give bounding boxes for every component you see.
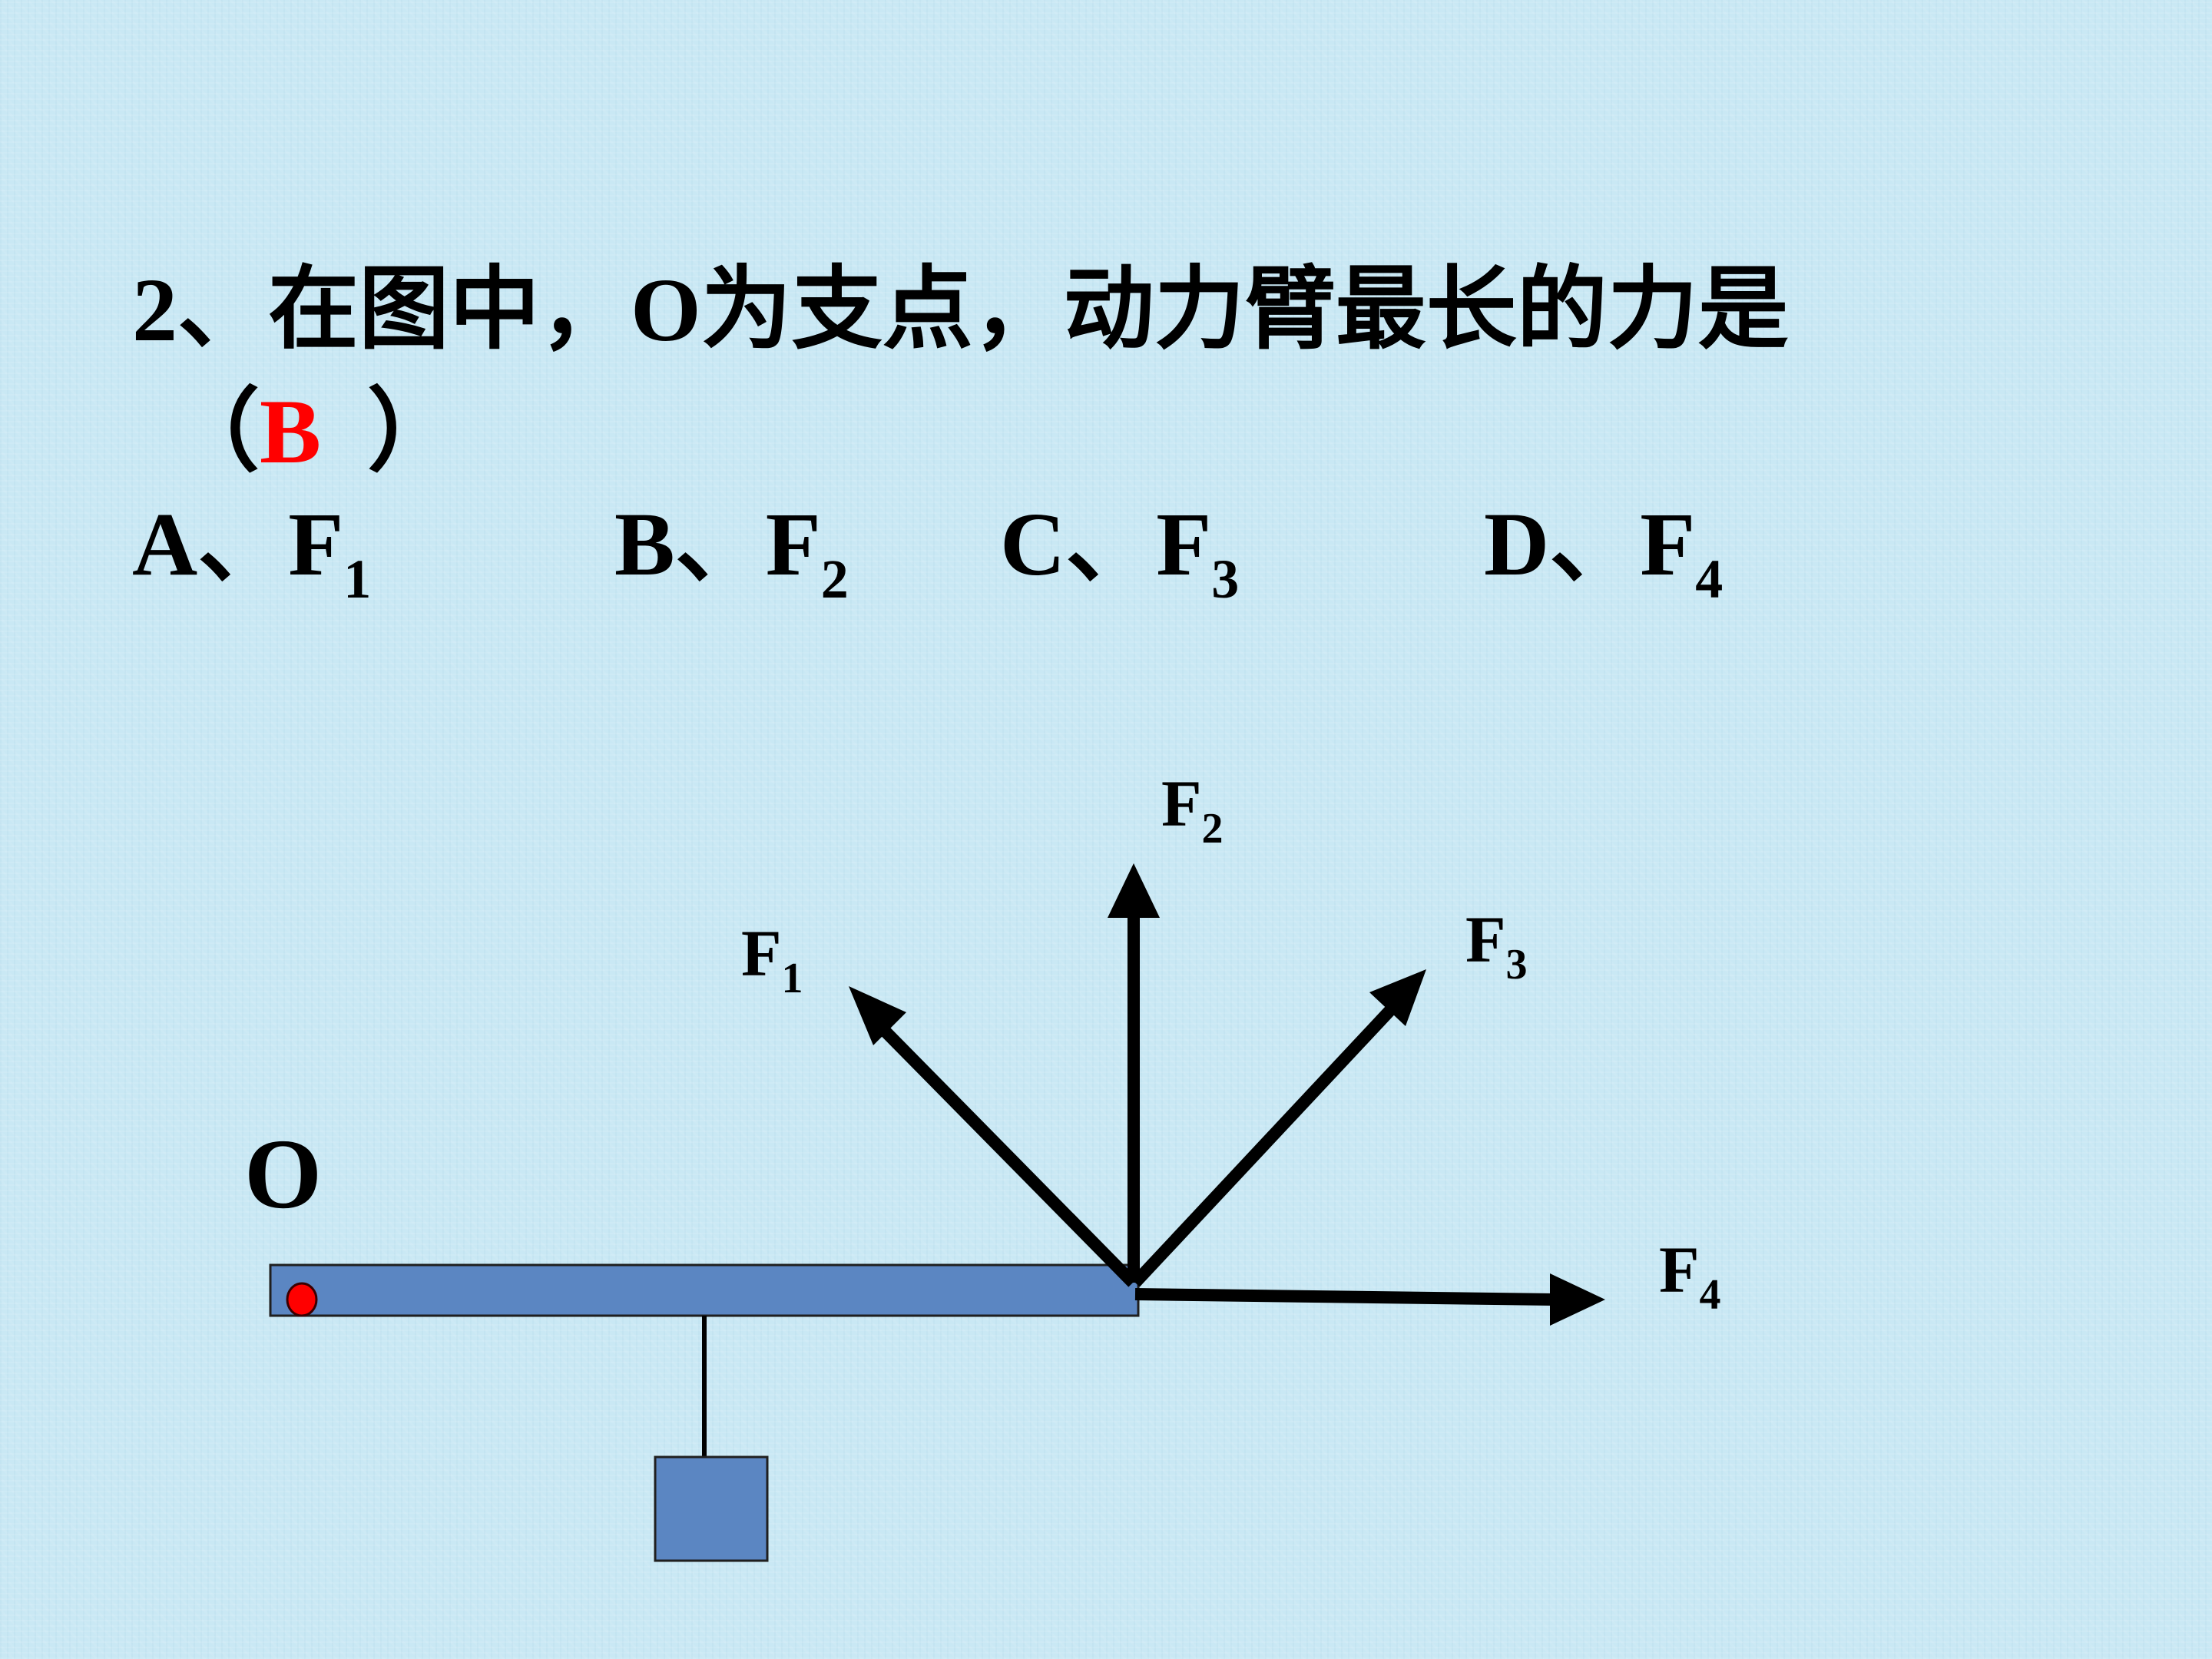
label-f2: F2 <box>1161 767 1224 853</box>
pivot-dot <box>286 1282 318 1317</box>
question-stem: 2、在图中，O为支点，动力臂最长的力是 <box>132 260 1789 360</box>
arrow-f4 <box>1134 1273 1605 1326</box>
question-text: 2、在图中，O为支点，动力臂最长的力是 <box>132 265 1789 356</box>
pivot-label: O <box>244 1119 322 1230</box>
option-c: C、F3 <box>1000 494 1240 610</box>
label-f1: F1 <box>741 916 803 1002</box>
answer-blank: （B） <box>169 386 458 478</box>
option-d: D、F4 <box>1484 494 1724 610</box>
lever-bar <box>269 1263 1140 1317</box>
label-f3: F3 <box>1465 902 1528 988</box>
label-f4: F4 <box>1659 1233 1721 1319</box>
option-a: A、F1 <box>132 494 372 610</box>
arrow-f2 <box>1108 863 1160 1283</box>
answer-letter: B <box>260 380 322 482</box>
option-b: B、F2 <box>614 494 849 610</box>
weight-block <box>654 1455 769 1562</box>
arrow-f3 <box>1131 969 1426 1287</box>
arrow-f1 <box>849 986 1137 1287</box>
paren-open: （ <box>169 382 260 482</box>
paren-close: ） <box>367 382 459 482</box>
